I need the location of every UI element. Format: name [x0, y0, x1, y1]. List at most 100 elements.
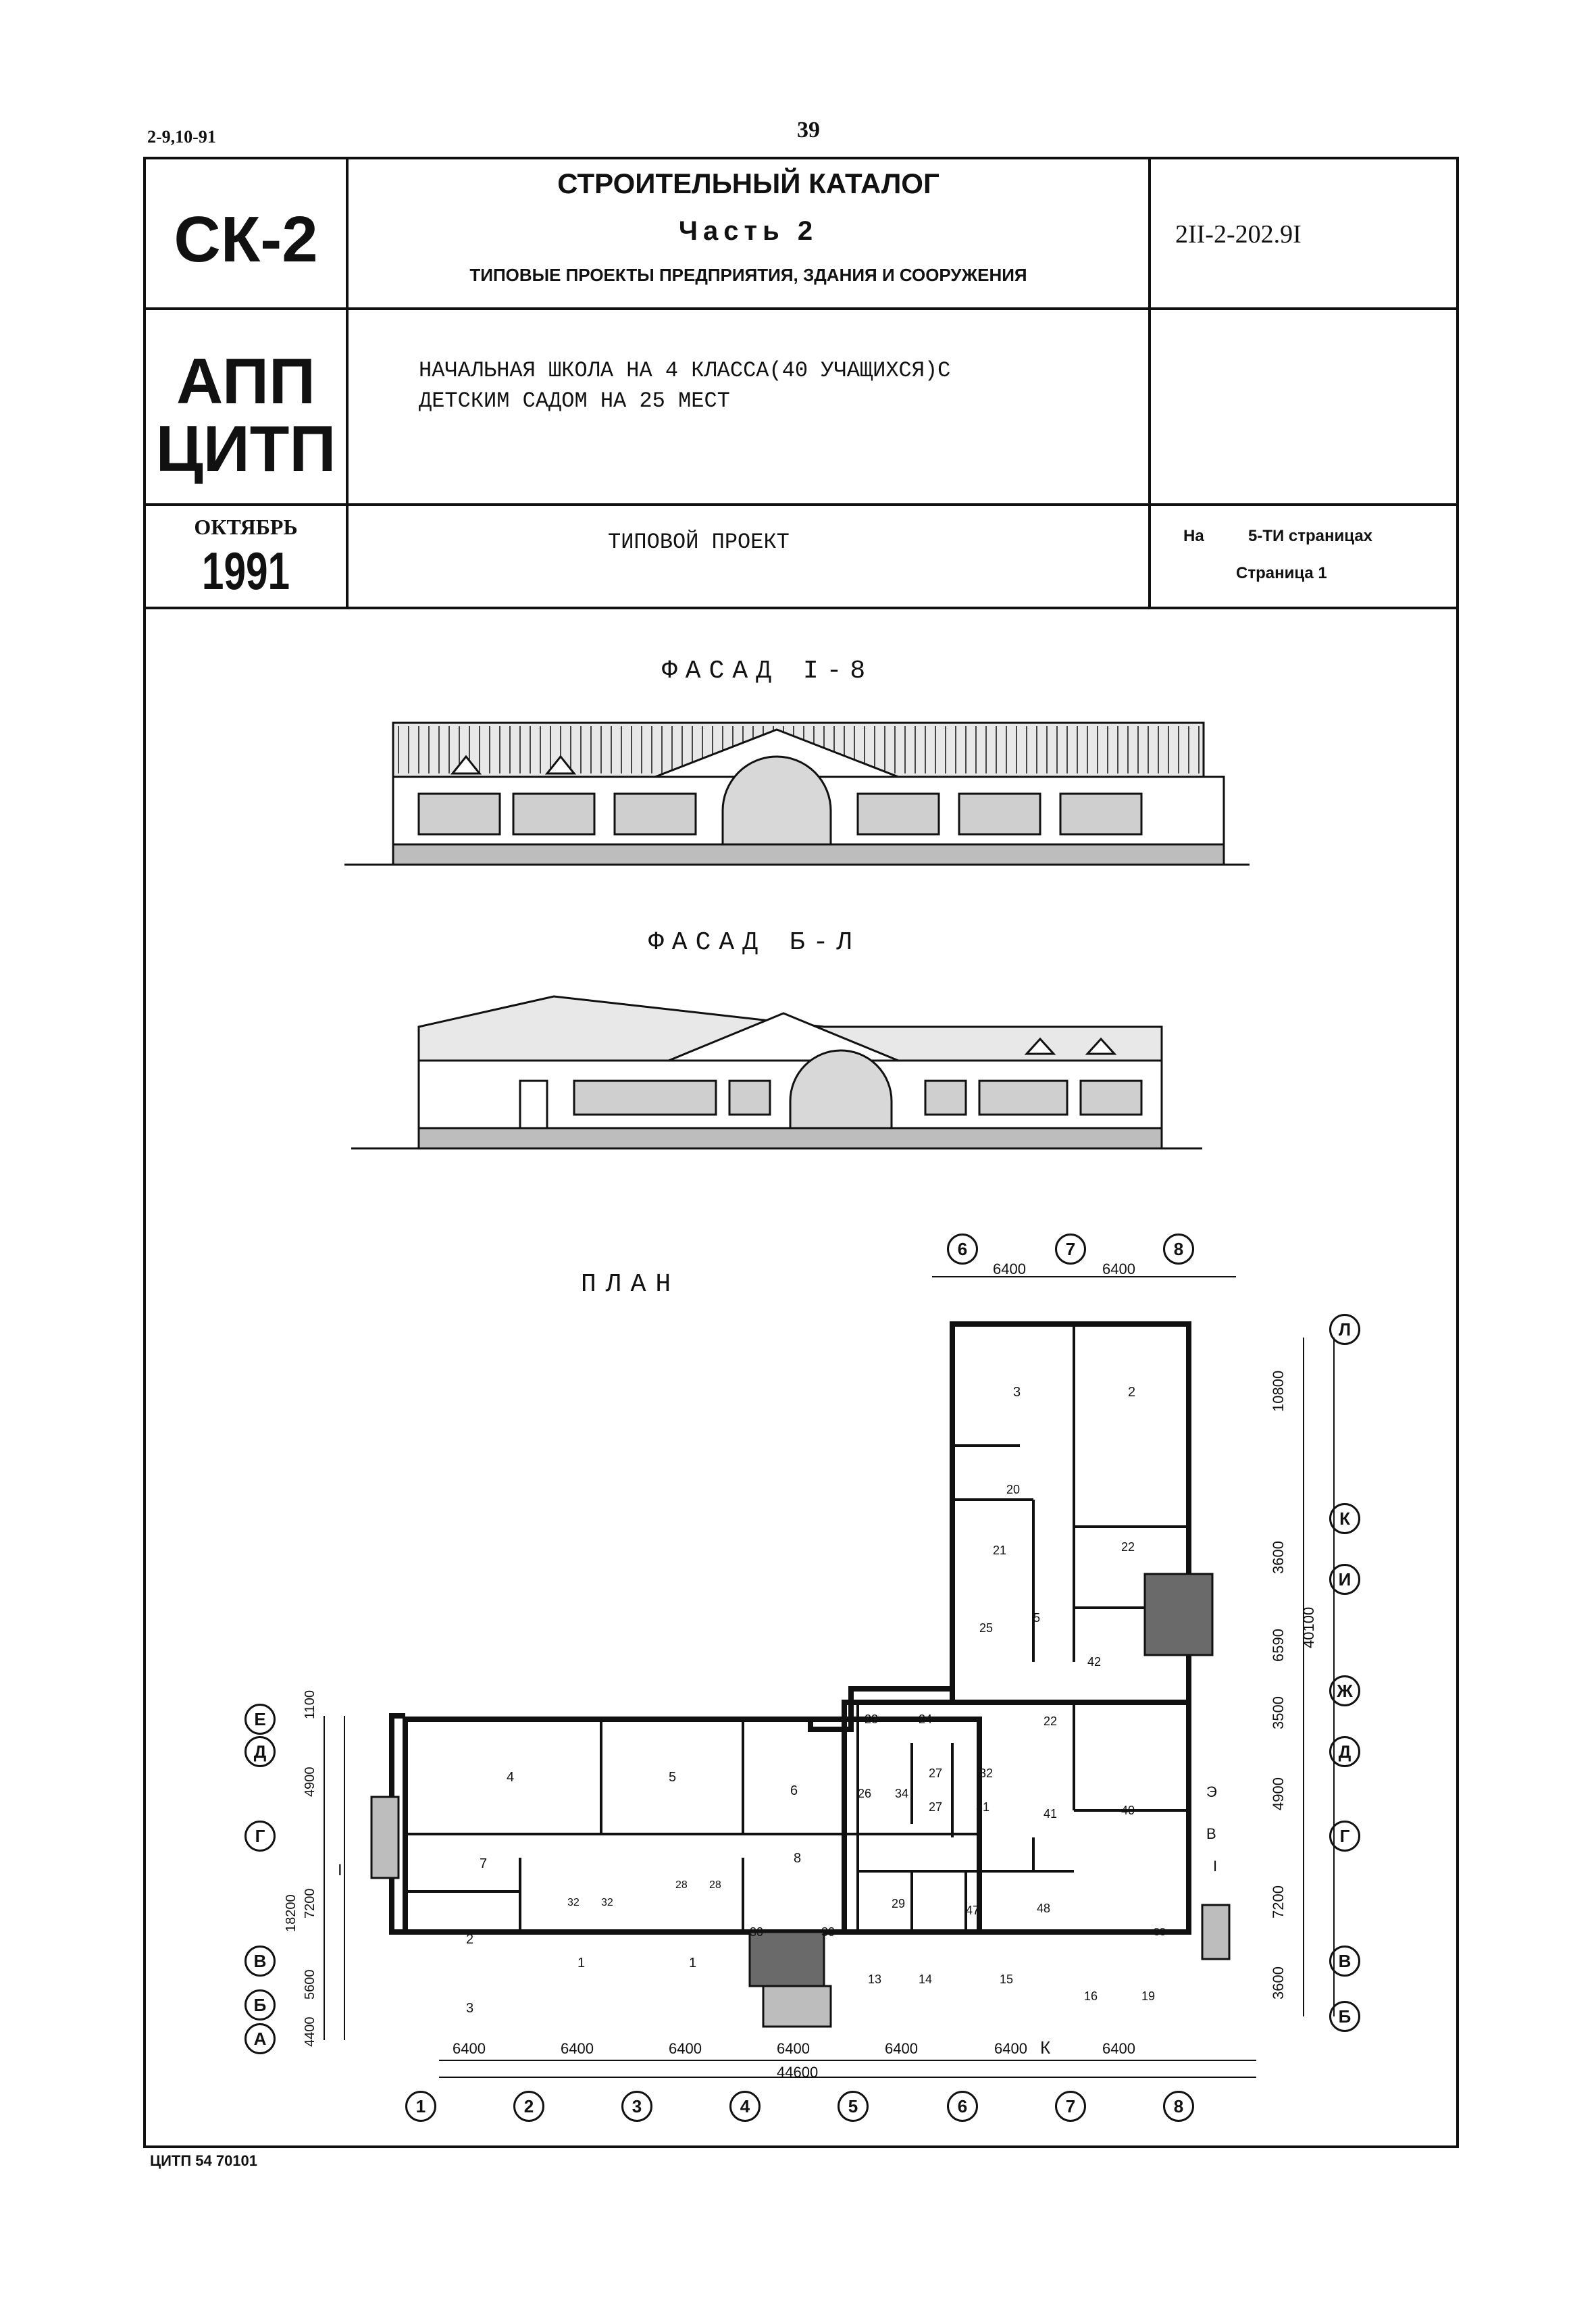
axis-marker: Г	[1329, 1821, 1360, 1852]
entrance-label: I	[1213, 1858, 1218, 1875]
entrance-label: В	[1206, 1825, 1216, 1842]
room-number: 6	[790, 1783, 798, 1798]
room-number: 32	[601, 1897, 613, 1908]
axis-marker: Л	[1329, 1314, 1360, 1345]
footer-code: ЦИТП 54 70101	[150, 2152, 258, 2169]
axis-marker: Е	[244, 1704, 276, 1735]
room-number: 21	[993, 1544, 1007, 1557]
room-number: 28	[709, 1879, 721, 1891]
title-block-divider	[143, 607, 1459, 609]
catalog-part: Часть 2	[678, 216, 819, 246]
dimension-label: 3600	[1270, 1966, 1287, 2000]
room-number: 33	[1154, 1927, 1166, 1938]
room-number: 5	[1033, 1611, 1041, 1625]
dimension-label: 4900	[1270, 1777, 1287, 1810]
room-number: 19	[1141, 1989, 1156, 2003]
facade1-title: ФАСАД I-8	[662, 657, 874, 686]
room-number: 32	[567, 1897, 580, 1908]
room-number: 13	[868, 1973, 882, 1986]
catalog-title: СТРОИТЕЛЬНЫЙ КАТАЛОГ	[557, 168, 939, 199]
project-name-line2: ДЕТСКИМ САДОМ НА 25 МЕСТ	[419, 388, 730, 413]
axis-marker: И	[1329, 1564, 1360, 1595]
room-number: 14	[919, 1973, 933, 1986]
dimension-label: 6590	[1270, 1629, 1287, 1662]
dimension-total: 40100	[1300, 1606, 1317, 1648]
axis-marker: 3	[621, 2091, 652, 2122]
dimension-label: 7200	[1270, 1885, 1287, 1918]
title-block-divider	[143, 307, 1459, 310]
org-name-line2: ЦИТП	[155, 413, 336, 485]
facade2-drawing	[351, 995, 1202, 1150]
axis-marker: Б	[244, 1989, 276, 2020]
axis-marker: 6	[947, 2091, 978, 2122]
room-number: 1	[689, 1956, 697, 1971]
room-number: 42	[1087, 1655, 1102, 1669]
page-label: Страница 1	[1236, 564, 1327, 582]
dimension-label: 6400	[1102, 2040, 1135, 2057]
axis-marker: Д	[1329, 1736, 1360, 1767]
room-number: 47	[966, 1904, 980, 1917]
axis-marker: 5	[838, 2091, 869, 2122]
room-number: 32	[979, 1766, 994, 1780]
dimension-label: 6400	[669, 2040, 702, 2057]
dimension-label: 6400	[561, 2040, 594, 2057]
dimension-total: 44600	[777, 2064, 819, 2081]
axis-marker: 2	[513, 2091, 544, 2122]
dimension-label: 3500	[1270, 1696, 1287, 1729]
floor-plan	[324, 1276, 1335, 2078]
pages-prefix: На	[1183, 527, 1204, 545]
section-mark: I	[338, 1861, 342, 1879]
room-number: 30	[750, 1925, 764, 1939]
room-number: 25	[979, 1621, 994, 1635]
room-number: 48	[1037, 1902, 1051, 1915]
title-block-divider	[346, 157, 349, 608]
room-number: 5	[669, 1770, 677, 1785]
axis-marker: 6	[947, 1234, 978, 1265]
dimension-label: 10800	[1270, 1370, 1287, 1412]
axis-marker: Ж	[1329, 1675, 1360, 1706]
dimension-label: 6400	[1102, 1261, 1135, 1277]
page-frame	[143, 157, 1459, 2148]
room-number: 24	[919, 1712, 933, 1726]
axis-marker: Б	[1329, 2001, 1360, 2032]
dimension-total: 18200	[284, 1894, 299, 1932]
room-number: 20	[1006, 1483, 1021, 1496]
axis-marker: А	[244, 2023, 276, 2054]
room-number: 27	[929, 1766, 943, 1780]
dimension-label: 3600	[1270, 1541, 1287, 1574]
room-number: 31	[976, 1800, 990, 1814]
entrance-label: К	[1040, 2037, 1051, 2058]
axis-marker: 8	[1163, 2091, 1194, 2122]
facade2-title: ФАСАД Б-Л	[648, 928, 860, 957]
room-number: 1	[577, 1956, 586, 1971]
axis-marker: Г	[244, 1821, 276, 1852]
entrance-label: Э	[1206, 1783, 1217, 1800]
room-number: 8	[794, 1851, 802, 1866]
dimension-label: 7200	[303, 1888, 317, 1919]
room-number: 27	[929, 1800, 943, 1814]
axis-marker: Д	[244, 1736, 276, 1767]
room-number: 2	[466, 1932, 474, 1947]
room-number: 41	[1044, 1807, 1058, 1821]
pages-count: 5-ТИ страницах	[1248, 527, 1373, 545]
sk-code: СК-2	[174, 203, 318, 276]
plan-title: ПЛАН	[581, 1270, 681, 1299]
dimension-label: 6400	[993, 1261, 1026, 1277]
axis-marker: 4	[729, 2091, 761, 2122]
axis-marker: 8	[1163, 1234, 1194, 1265]
dimension-label: 5600	[303, 1969, 317, 2000]
room-number: 7	[480, 1856, 488, 1871]
dimension-label: 6400	[885, 2040, 918, 2057]
room-number: 16	[1084, 1989, 1098, 2003]
room-number: 2	[1128, 1385, 1136, 1400]
room-number: 3	[466, 2001, 474, 2016]
room-number: 29	[892, 1897, 906, 1910]
room-number: 30	[821, 1925, 835, 1939]
axis-marker: 7	[1055, 1234, 1086, 1265]
room-number: 28	[675, 1879, 688, 1891]
axis-marker: 7	[1055, 2091, 1086, 2122]
project-name-line1: НАЧАЛЬНАЯ ШКОЛА НА 4 КЛАССА(40 УЧАЩИХСЯ)…	[419, 358, 951, 383]
room-number: 40	[1121, 1804, 1135, 1817]
title-block-divider	[1148, 157, 1151, 608]
room-number: 15	[1000, 1973, 1014, 1986]
